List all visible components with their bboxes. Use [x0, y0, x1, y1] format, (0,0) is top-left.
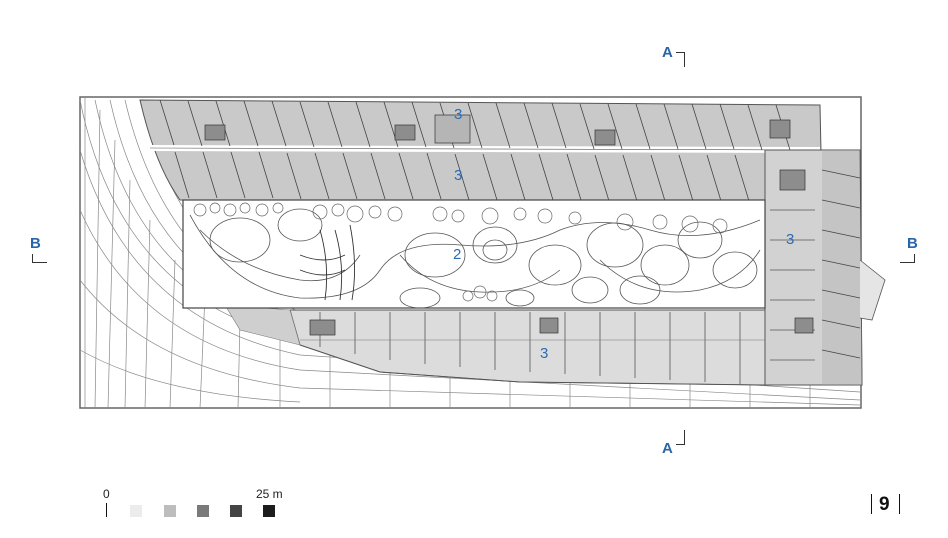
section-b-right-marker: [900, 254, 915, 263]
scale-start-label: 0: [103, 487, 110, 501]
scale-swatch-3: [197, 505, 209, 517]
page-number: 9: [879, 494, 890, 515]
scale-origin-tick: [106, 503, 107, 517]
scale-end-label: 25 m: [256, 487, 283, 501]
scale-swatch-1: [130, 505, 142, 517]
zone-label-north-lower: 3: [454, 167, 463, 184]
north-wing-units: [159, 99, 791, 202]
page-number-left-rule: [871, 494, 872, 514]
zone-label-south: 3: [540, 345, 549, 362]
section-b-left-label: B: [30, 235, 41, 252]
scale-swatch-2: [164, 505, 176, 517]
section-b-right-label: B: [907, 235, 918, 252]
north-wing: [139, 99, 823, 201]
section-a-bottom-marker: [676, 430, 685, 445]
south-wing: [224, 304, 766, 386]
scale-swatch-5: [263, 505, 275, 517]
section-a-bottom-label: A: [662, 440, 673, 457]
page-number-right-rule: [899, 494, 900, 514]
section-a-top-marker: [676, 52, 685, 67]
zone-label-north-upper: 3: [454, 106, 463, 123]
stair-cores: [204, 114, 814, 336]
section-b-left-marker: [32, 254, 47, 263]
zone-label-courtyard: 2: [453, 246, 462, 263]
scale-swatch-4: [230, 505, 242, 517]
courtyard: [182, 199, 766, 309]
zone-label-east: 3: [786, 231, 795, 248]
section-a-top-label: A: [662, 44, 673, 61]
